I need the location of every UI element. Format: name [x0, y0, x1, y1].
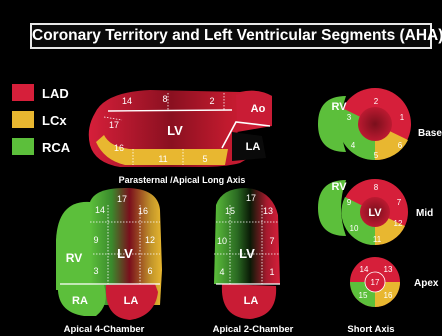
a2c-view-title: Apical 2-Chamber	[213, 324, 294, 335]
plax-lv-label: LV	[167, 123, 183, 138]
a4c-la-label: LA	[124, 295, 139, 307]
a4c-ra-label: RA	[72, 295, 88, 307]
sax-base-seg-5: 5	[374, 151, 379, 160]
a2c-seg-4: 4	[219, 267, 224, 277]
sax-mid-seg-8: 8	[374, 183, 379, 192]
a4c-seg-6: 6	[147, 266, 152, 276]
sax-apex-seg-15: 15	[359, 291, 368, 300]
sax-base-seg-3: 3	[347, 113, 352, 122]
a2c-seg-13: 13	[263, 206, 273, 216]
sax-level-mid: Mid	[416, 208, 433, 219]
legend-label-rca: RCA	[42, 140, 71, 155]
sax-base-cavity	[358, 107, 392, 141]
sax-apex-seg-13: 13	[384, 265, 393, 274]
legend-swatch-rca	[12, 138, 34, 155]
sax-base-seg-2: 2	[374, 97, 379, 106]
a4c-rv-label: RV	[66, 251, 82, 265]
a2c-la-label: LA	[244, 295, 259, 307]
sax-base-seg-6: 6	[398, 141, 403, 150]
plax-la-label: LA	[246, 141, 261, 153]
a4c-seg-3: 3	[93, 266, 98, 276]
legend: LAD LCx RCA	[12, 84, 71, 155]
sax-level-apex: Apex	[414, 278, 439, 289]
legend-swatch-lad	[12, 84, 34, 101]
sax-apex: 14 13 15 16 17 Apex Short Axis	[347, 257, 438, 335]
legend-label-lad: LAD	[42, 86, 69, 101]
a4c-lv-label: LV	[117, 246, 133, 261]
sax-apex-seg-16: 16	[384, 291, 393, 300]
a2c-seg-17: 17	[246, 193, 256, 203]
a2c-view: 15 17 13 10 7 4 1 LV LA Apical 2-Chamber	[213, 188, 294, 335]
a4c-seg-9: 9	[93, 235, 98, 245]
a4c-seg-16: 16	[138, 206, 148, 216]
plax-seg-2: 2	[209, 96, 214, 106]
a4c-seg-12: 12	[145, 235, 155, 245]
sax-level-base: Base	[418, 128, 442, 139]
legend-label-lcx: LCx	[42, 113, 67, 128]
sax-mid: 8 7 9 10 11 12 LV RV Mid	[318, 179, 433, 245]
legend-swatch-lcx	[12, 111, 34, 128]
sax-apex-seg-14: 14	[360, 265, 369, 274]
sax-mid-lv-label: LV	[368, 207, 382, 219]
sax-base-rv-label: RV	[331, 101, 347, 113]
plax-view: 14 8 2 17 16 11 5 LV Ao LA Parasternal /…	[89, 90, 272, 185]
plax-view-title: Parasternal /Apical Long Axis	[119, 175, 246, 185]
a2c-seg-1: 1	[269, 267, 274, 277]
sax-base: 2 1 3 4 5 6 RV Base	[318, 88, 442, 160]
plax-ao-label: Ao	[251, 103, 266, 115]
a4c-seg-17: 17	[117, 194, 127, 204]
a4c-seg-14: 14	[95, 205, 105, 215]
a2c-seg-15: 15	[225, 206, 235, 216]
sax-mid-seg-12: 12	[394, 219, 403, 228]
sax-mid-seg-9: 9	[347, 198, 352, 207]
plax-seg-11: 11	[158, 154, 167, 164]
sax-mid-seg-7: 7	[397, 198, 402, 207]
plax-seg-14: 14	[122, 96, 132, 106]
a2c-seg-7: 7	[269, 236, 274, 246]
sax-mid-seg-10: 10	[350, 224, 359, 233]
sax-view-title: Short Axis	[347, 324, 394, 335]
plax-seg-8: 8	[162, 94, 167, 104]
plax-seg-17: 17	[109, 120, 119, 130]
page-title: Coronary Territory and Left Ventricular …	[30, 23, 432, 49]
sax-mid-seg-11: 11	[373, 235, 382, 244]
a4c-rv	[56, 202, 92, 290]
sax-base-seg-4: 4	[351, 141, 356, 150]
a2c-seg-10: 10	[217, 236, 227, 246]
sax-base-seg-1: 1	[400, 113, 405, 122]
a4c-view: 14 17 16 9 12 3 6 RV LV RA LA Apical 4-C…	[56, 188, 162, 335]
plax-seg-5: 5	[202, 154, 207, 164]
a2c-lv-label: LV	[239, 246, 255, 261]
a4c-view-title: Apical 4-Chamber	[64, 324, 145, 335]
plax-seg-16: 16	[114, 143, 124, 153]
sax-apex-seg-17: 17	[371, 278, 380, 287]
sax-mid-rv-label: RV	[331, 181, 347, 193]
plax-septum-line	[108, 110, 232, 111]
